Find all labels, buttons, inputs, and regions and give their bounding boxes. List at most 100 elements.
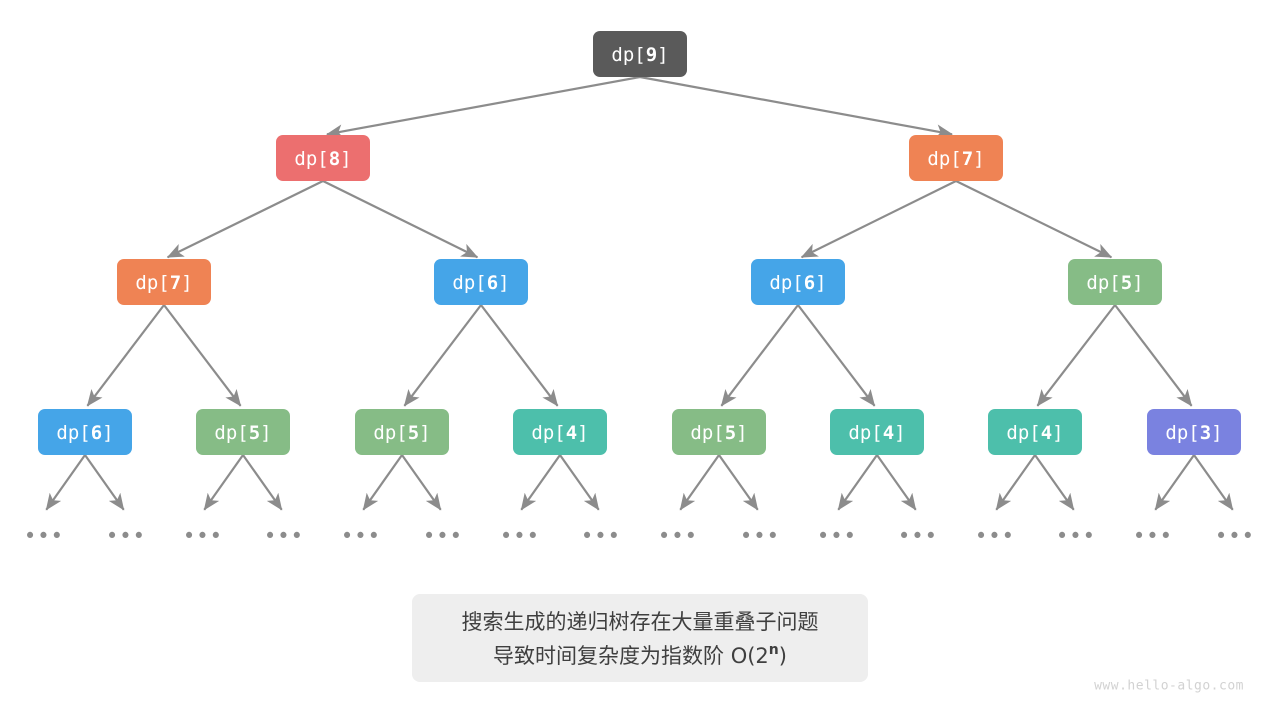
tree-node[interactable]: dp[5] xyxy=(355,409,449,455)
caption-line-2: 导致时间复杂度为指数阶 O(2n) xyxy=(493,642,787,668)
tree-edge xyxy=(800,180,957,259)
leaf-edge xyxy=(876,454,917,511)
tree-node[interactable]: dp[6] xyxy=(38,409,132,455)
node-box xyxy=(909,135,1003,181)
node-box xyxy=(593,31,687,77)
tree-node[interactable]: dp[5] xyxy=(1068,259,1162,305)
tree-node[interactable]: dp[4] xyxy=(513,409,607,455)
tree-node[interactable]: dp[3] xyxy=(1147,409,1241,455)
leaf-ellipsis: ••• xyxy=(264,524,304,548)
node-label: dp[7] xyxy=(135,272,192,294)
tree-edge xyxy=(480,304,559,407)
node-label: dp[4] xyxy=(1006,422,1063,444)
leaf-ellipsis: ••• xyxy=(341,524,381,548)
leaf-ellipsis: ••• xyxy=(740,524,780,548)
node-label: dp[5] xyxy=(1086,272,1143,294)
leaf-ellipsis: ••• xyxy=(817,524,857,548)
tree-edge xyxy=(1036,304,1116,407)
tree-node[interactable]: dp[6] xyxy=(751,259,845,305)
leaf-edge xyxy=(1034,454,1075,511)
leaf-edge xyxy=(679,454,720,511)
leaf-ellipsis: ••• xyxy=(975,524,1015,548)
leaf-ellipsis: ••• xyxy=(423,524,463,548)
edges-layer xyxy=(86,75,1193,407)
tree-node[interactable]: dp[4] xyxy=(830,409,924,455)
watermark-layer: www.hello-algo.com xyxy=(1094,679,1244,694)
node-box xyxy=(830,409,924,455)
tree-node[interactable]: dp[4] xyxy=(988,409,1082,455)
leaf-ellipsis: ••• xyxy=(24,524,64,548)
caption-line-1: 搜索生成的递归树存在大量重叠子问题 xyxy=(462,610,819,634)
leaf-ellipsis: ••• xyxy=(898,524,938,548)
leaf-ellipsis: ••• xyxy=(1133,524,1173,548)
node-box xyxy=(1147,409,1241,455)
tree-edge xyxy=(797,304,876,407)
tree-node[interactable]: dp[9] xyxy=(593,31,687,77)
leaf-edge xyxy=(559,454,600,511)
leaf-edge xyxy=(401,454,442,511)
tree-edge xyxy=(639,75,953,139)
tree-edge xyxy=(1114,304,1193,407)
node-label: dp[9] xyxy=(611,44,668,66)
node-label: dp[6] xyxy=(769,272,826,294)
node-box xyxy=(1068,259,1162,305)
tree-edge xyxy=(720,304,799,407)
caption-box xyxy=(412,594,868,682)
nodes-layer: dp[9] dp[8] dp[7] dp[7] dp[6] dp[6] dp[5] dp[6]… xyxy=(38,31,1241,455)
leaf-edge xyxy=(45,454,86,511)
leaf-edge xyxy=(1193,454,1234,511)
node-box xyxy=(751,259,845,305)
tree-node[interactable]: dp[6] xyxy=(434,259,528,305)
leaf-edge xyxy=(1154,454,1195,511)
node-box xyxy=(355,409,449,455)
node-label: dp[6] xyxy=(452,272,509,294)
leaf-ellipsis: ••• xyxy=(500,524,540,548)
leaf-ellipsis: ••• xyxy=(581,524,621,548)
node-box xyxy=(196,409,290,455)
tree-node[interactable]: dp[8] xyxy=(276,135,370,181)
tree-edge xyxy=(163,304,242,407)
node-box xyxy=(513,409,607,455)
leaf-edge xyxy=(520,454,561,511)
leaf-ellipsis: ••• xyxy=(106,524,146,548)
node-label: dp[6] xyxy=(56,422,113,444)
node-label: dp[5] xyxy=(373,422,430,444)
tree-node[interactable]: dp[7] xyxy=(909,135,1003,181)
leaf-ellipsis: ••• xyxy=(1056,524,1096,548)
tree-edge xyxy=(403,304,482,407)
node-label: dp[3] xyxy=(1165,422,1222,444)
leaf-edge xyxy=(718,454,759,511)
tree-edge xyxy=(322,180,479,259)
leaf-edge xyxy=(242,454,283,511)
tree-node[interactable]: dp[5] xyxy=(196,409,290,455)
leaf-ellipsis: ••• xyxy=(183,524,223,548)
watermark: www.hello-algo.com xyxy=(1094,679,1244,694)
node-box xyxy=(434,259,528,305)
leaf-ellipsis: ••• xyxy=(1215,524,1255,548)
node-label: dp[7] xyxy=(927,148,984,170)
leaf-ellipsis-layer: ••• ••• ••• ••• ••• ••• ••• ••• ••• ••• ••• ••• ••• •… xyxy=(24,524,1255,548)
leaf-edge xyxy=(362,454,403,511)
leaf-edge xyxy=(203,454,244,511)
node-box xyxy=(276,135,370,181)
node-box xyxy=(38,409,132,455)
tree-node[interactable]: dp[5] xyxy=(672,409,766,455)
node-label: dp[8] xyxy=(294,148,351,170)
tree-node[interactable]: dp[7] xyxy=(117,259,211,305)
tree-edge xyxy=(166,180,324,259)
node-box xyxy=(988,409,1082,455)
leaf-edge xyxy=(995,454,1036,511)
tree-edge xyxy=(326,75,641,139)
node-box xyxy=(672,409,766,455)
node-label: dp[5] xyxy=(690,422,747,444)
leaf-ellipsis: ••• xyxy=(658,524,698,548)
leaf-edge xyxy=(837,454,878,511)
node-box xyxy=(117,259,211,305)
leaf-edge xyxy=(84,454,125,511)
node-label: dp[4] xyxy=(848,422,905,444)
node-label: dp[4] xyxy=(531,422,588,444)
leaf-arrows-layer xyxy=(45,454,1234,511)
